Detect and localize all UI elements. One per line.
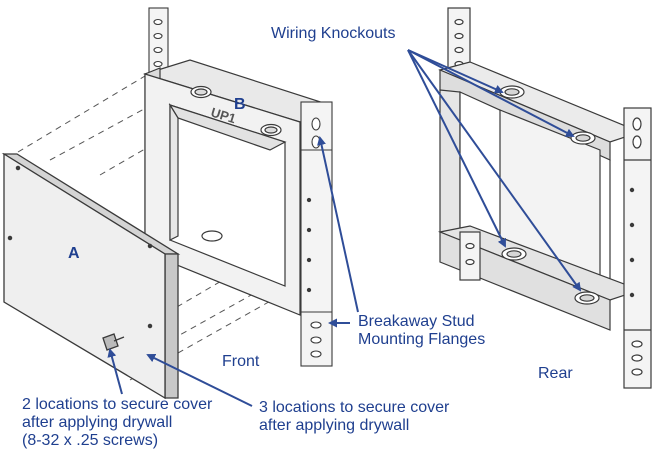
- breakaway-flange-arrow-upper: [317, 136, 359, 313]
- part-b-label: B: [234, 96, 246, 113]
- front-right-flange: [300, 101, 333, 367]
- wiring-knockout-arrow: [407, 49, 575, 137]
- wiring-knockout-arrow: [407, 49, 506, 248]
- part-a-label: A: [68, 245, 80, 262]
- three-locations-line1: 3 locations to secure cover: [259, 399, 450, 416]
- three-locations-line2: after applying drywall: [259, 416, 410, 434]
- callout-arrows: [107, 49, 582, 407]
- two-locations-line3: (8-32 x .25 screws): [22, 431, 159, 449]
- three-locations-arrow: [146, 354, 253, 407]
- two-locations-line2: after applying drywall: [22, 413, 173, 431]
- wiring-knockouts-label: Wiring Knockouts: [271, 25, 396, 42]
- box-stamp-label: UP1: [209, 105, 238, 127]
- rear-view-label: Rear: [538, 365, 573, 382]
- rear-box: [437, 7, 652, 389]
- wiring-knockout-arrow: [407, 49, 504, 94]
- three-locations-note: 3 locations to secure cover after applyi…: [259, 399, 449, 435]
- front-view-label: Front: [222, 353, 260, 370]
- two-locations-line1: 2 locations to secure cover: [22, 396, 213, 413]
- breakaway-stud-line2: Mounting Flanges: [358, 330, 486, 348]
- front-box-b: [142, 59, 332, 316]
- cover-plate-a: [1, 152, 181, 400]
- two-locations-note: 2 locations to secure cover after applyi…: [22, 396, 212, 450]
- breakaway-stud-label: Breakaway Stud Mounting Flanges: [358, 313, 485, 349]
- front-left-flange: [148, 7, 169, 85]
- two-locations-arrow: [107, 348, 123, 395]
- wiring-knockout-arrow: [407, 49, 582, 292]
- breakaway-stud-line1: Breakaway Stud: [358, 313, 475, 330]
